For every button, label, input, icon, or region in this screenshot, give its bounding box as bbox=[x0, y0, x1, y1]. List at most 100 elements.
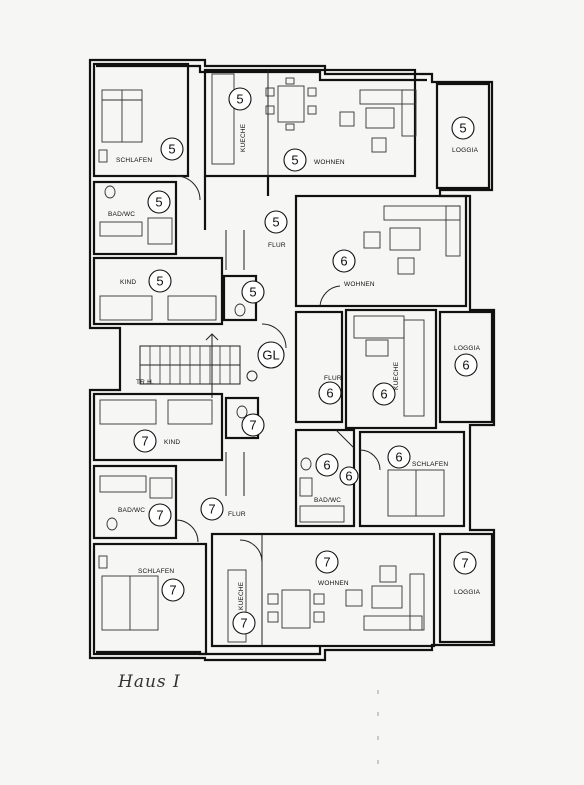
marker-6-loggia: 6 bbox=[454, 353, 478, 377]
apartment-5 bbox=[92, 62, 491, 326]
dining-table-bottom bbox=[281, 589, 311, 629]
svg-text:6: 6 bbox=[395, 450, 402, 465]
apartment-7 bbox=[92, 392, 494, 656]
room-wohnen-bottom bbox=[210, 532, 436, 648]
marker-5-wohnen: 5 bbox=[283, 148, 307, 172]
marker-7-kind: 7 bbox=[133, 429, 157, 453]
marker-6-kueche: 6 bbox=[372, 382, 396, 406]
svg-text:6: 6 bbox=[345, 469, 352, 484]
marker-7-wohnen: 7 bbox=[315, 550, 339, 574]
svg-text:GL: GL bbox=[262, 348, 279, 363]
marker-5-kind: 5 bbox=[148, 269, 172, 293]
svg-text:6: 6 bbox=[323, 458, 330, 473]
sofa-bottom bbox=[363, 615, 423, 631]
svg-text:5: 5 bbox=[168, 142, 175, 157]
marker-6-schlafen: 6 bbox=[387, 445, 411, 469]
sofa-mid bbox=[383, 205, 461, 221]
loggia-top bbox=[435, 82, 491, 190]
coffee-table-bottom bbox=[371, 585, 403, 609]
label-loggia-top: LOGGIA bbox=[452, 147, 479, 154]
label-schlafen-mid: SCHLAFEN bbox=[412, 461, 448, 468]
room-schlafen-mid bbox=[358, 430, 466, 528]
label-bad-mid: BAD/WC bbox=[314, 497, 341, 504]
label-kueche-mid: KUECHE bbox=[393, 361, 400, 390]
svg-text:7: 7 bbox=[156, 508, 163, 523]
apartment-markers: 5 5 5 5 5 5 5 5 6 6 6 6 6 6 6 GL 7 7 7 7… bbox=[133, 87, 478, 635]
marker-5-schlafen: 5 bbox=[160, 137, 184, 161]
dining-table-mid bbox=[353, 315, 405, 339]
svg-text:5: 5 bbox=[249, 285, 256, 300]
label-bad-top: BAD/WC bbox=[108, 211, 135, 218]
marker-7-schlafen: 7 bbox=[161, 578, 185, 602]
marker-6-wohnen: 6 bbox=[332, 249, 356, 273]
svg-text:5: 5 bbox=[236, 92, 243, 107]
label-kind-top: KIND bbox=[120, 279, 136, 286]
svg-text:7: 7 bbox=[208, 502, 215, 517]
bathtub-mid bbox=[299, 505, 345, 523]
room-bad-bottom bbox=[92, 464, 178, 540]
marker-gl: GL bbox=[257, 341, 285, 369]
label-loggia-mid: LOGGIA bbox=[454, 345, 481, 352]
bathtub bbox=[99, 221, 143, 237]
plan-caption: Haus I bbox=[118, 672, 181, 692]
stairwell bbox=[139, 323, 287, 398]
room-kind-bottom bbox=[92, 392, 224, 462]
dining-table bbox=[277, 85, 305, 123]
svg-text:6: 6 bbox=[340, 254, 347, 269]
svg-text:5: 5 bbox=[156, 274, 163, 289]
marker-5-loggia: 5 bbox=[451, 116, 475, 140]
marker-6-bad: 6 bbox=[339, 466, 359, 486]
marker-7-wc: 7 bbox=[241, 413, 265, 437]
label-schlafen-bottom: SCHLAFEN bbox=[138, 568, 174, 575]
label-loggia-bottom: LOGGIA bbox=[454, 589, 481, 596]
kitchen-counter-bottom bbox=[227, 569, 247, 643]
bathtub-bottom bbox=[99, 475, 147, 493]
marker-5-flur: 5 bbox=[264, 210, 288, 234]
marker-7-flur: 7 bbox=[200, 497, 224, 521]
marker-6-wc: 6 bbox=[315, 453, 339, 477]
label-trh: TR.H. bbox=[136, 379, 154, 386]
label-wohnen-top: WOHNEN bbox=[314, 159, 345, 166]
label-wohnen-mid: WOHNEN bbox=[344, 281, 375, 288]
svg-text:5: 5 bbox=[272, 215, 279, 230]
marker-7-kueche: 7 bbox=[232, 611, 256, 635]
room-wohnen-top bbox=[203, 68, 417, 178]
room-bad-top bbox=[92, 180, 178, 256]
label-kueche-top: KUECHE bbox=[240, 123, 247, 152]
svg-text:7: 7 bbox=[169, 583, 176, 598]
loggia-bottom bbox=[438, 532, 494, 644]
coffee-table-mid bbox=[389, 227, 421, 251]
svg-text:7: 7 bbox=[240, 616, 247, 631]
label-kueche-bottom: KUECHE bbox=[238, 581, 245, 610]
label-flur-bottom: FLUR bbox=[228, 511, 246, 518]
kitchen-counter bbox=[211, 73, 235, 165]
marker-7-loggia: 7 bbox=[453, 551, 477, 575]
svg-text:6: 6 bbox=[326, 386, 333, 401]
label-schlafen-top: SCHLAFEN bbox=[116, 157, 152, 164]
bed-kind bbox=[99, 295, 153, 321]
loggia-mid bbox=[438, 310, 494, 424]
svg-text:7: 7 bbox=[323, 555, 330, 570]
svg-text:6: 6 bbox=[462, 358, 469, 373]
room-wohnen-mid bbox=[294, 194, 468, 308]
marker-5-kueche: 5 bbox=[228, 87, 252, 111]
svg-text:5: 5 bbox=[291, 153, 298, 168]
label-flur-mid: FLUR bbox=[324, 375, 342, 382]
room-flur-mid bbox=[294, 310, 344, 424]
kitchen-counter-mid bbox=[403, 319, 425, 417]
bed-kind-bottom bbox=[99, 399, 157, 425]
label-kind-bottom: KIND bbox=[164, 439, 180, 446]
label-wohnen-bottom: WOHNEN bbox=[318, 580, 349, 587]
room-schlafen-top bbox=[92, 62, 190, 178]
coffee-table bbox=[365, 107, 395, 129]
marker-6-flur: 6 bbox=[318, 381, 342, 405]
svg-text:7: 7 bbox=[249, 418, 256, 433]
room-kind-top bbox=[92, 256, 224, 326]
svg-text:7: 7 bbox=[141, 434, 148, 449]
label-flur-top: FLUR bbox=[268, 242, 286, 249]
room-labels: SCHLAFEN KUECHE WOHNEN LOGGIA BAD/WC FLU… bbox=[108, 123, 481, 610]
sofa bbox=[359, 89, 417, 105]
marker-5-bad: 5 bbox=[147, 190, 171, 214]
room-kueche-mid bbox=[344, 308, 438, 430]
